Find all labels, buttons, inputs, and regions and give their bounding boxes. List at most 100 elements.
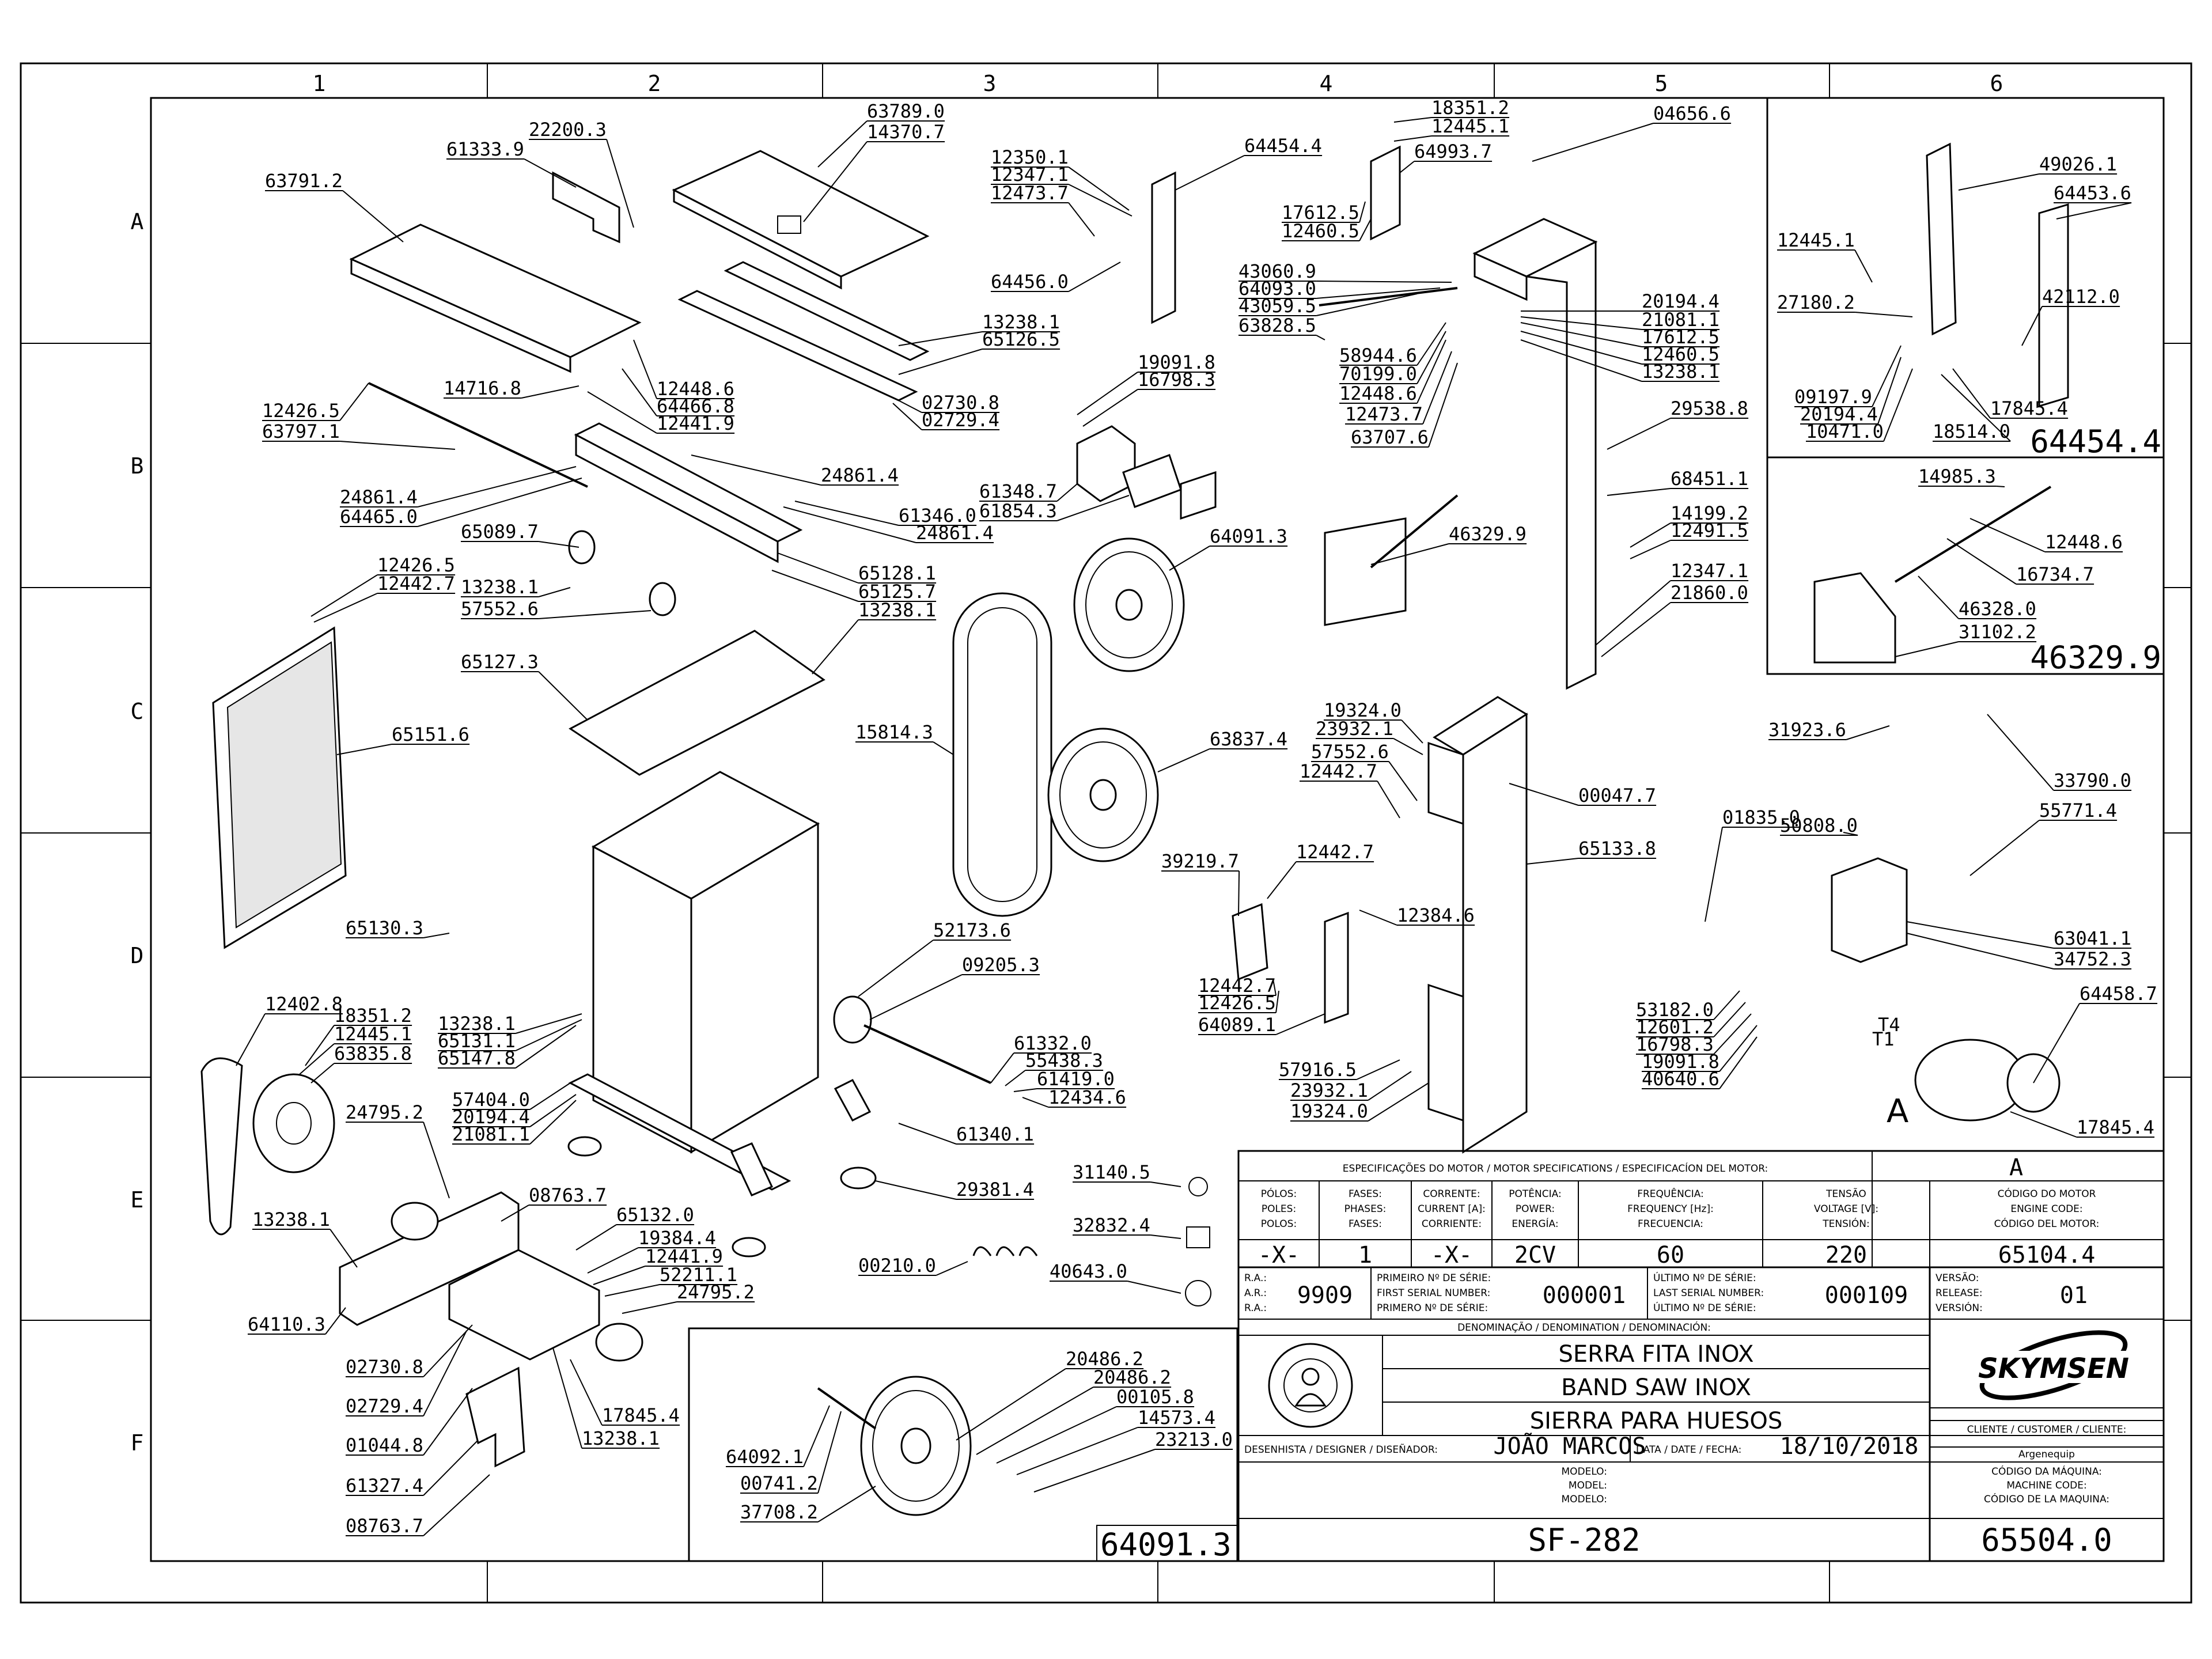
callout-c37: 13238.1: [812, 599, 937, 675]
part-number-label: 63797.1: [262, 421, 340, 442]
part-number-label: 16798.3: [1636, 1033, 1714, 1055]
callout-leader: [552, 1347, 582, 1449]
callout-leader: [1388, 761, 1418, 801]
part-number-label: 17845.4: [1990, 397, 2068, 419]
callout-c33: 13238.1: [461, 576, 571, 598]
callout-c125: 12384.6: [1359, 904, 1475, 926]
callout-leader: [1422, 351, 1452, 425]
callout-c57: 57404.0: [452, 1082, 571, 1111]
callout-leader: [1082, 389, 1138, 427]
motor-spec-value: 1: [1358, 1242, 1372, 1268]
motor-spec-title: ESPECIFICAÇÕES DO MOTOR / MOTOR SPECIFIC…: [1343, 1162, 1768, 1175]
part-number-label: 65147.8: [438, 1047, 516, 1069]
callout-leader: [1883, 368, 1913, 442]
callout-leader: [1526, 858, 1579, 865]
callout-c86: 23213.0: [1033, 1429, 1233, 1493]
designer-label: DESENHISTA / DESIGNER / DISEÑADOR:: [1244, 1443, 1438, 1456]
callout-c79: 32832.4: [1073, 1214, 1181, 1239]
part-number-label: 13238.1: [582, 1427, 660, 1449]
callout-c158: 40640.6: [1642, 1036, 1758, 1090]
product-name-es: SIERRA PARA HUESOS: [1530, 1408, 1783, 1434]
part-number-label: 37708.2: [740, 1501, 818, 1523]
motor-spec-value: -X-: [1431, 1242, 1472, 1268]
callout-leader: [1377, 781, 1400, 819]
callout-c120: 12442.7: [1300, 760, 1400, 819]
version-value: 01: [2060, 1282, 2088, 1309]
callout-c136: 42112.0: [2021, 286, 2120, 346]
callout-leader: [1607, 418, 1671, 450]
part-number-label: 20194.4: [1642, 290, 1719, 312]
part-number-label: 12460.5: [1642, 343, 1719, 365]
last-serial-label-es: ÚLTIMO Nº DE SÉRIE:: [1653, 1301, 1756, 1314]
grid-col-6: 6: [1990, 71, 2003, 96]
callout-c66: 19384.4: [587, 1227, 717, 1274]
callout-leader: [325, 1307, 346, 1335]
callout-leader: [299, 1043, 335, 1075]
callout-leader: [1169, 546, 1210, 571]
callout-c100: 20194.4: [1521, 290, 1720, 312]
callout-c12: 65126.5: [898, 328, 1060, 375]
callout-c6: 12350.1: [991, 146, 1130, 211]
callout-leader: [956, 1368, 1066, 1441]
part-number-label: 12448.6: [2045, 531, 2123, 553]
callout-c20: 02729.4: [892, 403, 1000, 431]
part-number-label: 24795.2: [677, 1281, 755, 1303]
part-number-label: 65128.1: [858, 562, 936, 584]
callout-leader: [1150, 1234, 1181, 1239]
part-number-label: 12384.6: [1397, 904, 1475, 926]
part-number-label: 13238.1: [252, 1209, 330, 1230]
callout-leader: [1843, 832, 1858, 836]
callout-c48: 12445.1: [299, 1023, 412, 1075]
callout-leader: [812, 619, 859, 675]
callout-leader: [1987, 714, 2054, 791]
callout-leader: [575, 1224, 617, 1251]
callout-c81: 40643.0: [1050, 1260, 1181, 1294]
callout-c55: 61419.0: [1013, 1068, 1115, 1092]
grid-col-5: 5: [1655, 71, 1668, 96]
denomination-label: DENOMINAÇÃO / DENOMINATION / DENOMINACIÓ…: [1457, 1321, 1711, 1334]
callout-c157: 19091.8: [1642, 1025, 1758, 1073]
model-label-en: MODEL:: [1569, 1480, 1607, 1491]
part-number-label: 43060.9: [1238, 260, 1316, 282]
part-number-label: 61854.3: [979, 500, 1057, 522]
model-value: SF-282: [1528, 1522, 1640, 1558]
part-number-label: 64454.4: [1244, 135, 1322, 157]
part-number-label: 61332.0: [1014, 1032, 1092, 1054]
part-number-label: 58944.6: [1339, 344, 1417, 366]
callout-c14: 64466.8: [622, 368, 735, 417]
callout-leader: [1854, 249, 1873, 283]
callout-c64: 13238.1: [252, 1209, 358, 1268]
callout-c1: 63789.0: [817, 100, 945, 168]
callout-leader: [521, 385, 579, 399]
part-number-label: 52211.1: [660, 1264, 737, 1286]
part-number-label: 49026.1: [2039, 153, 2117, 175]
callout-c24: 24861.4: [691, 454, 899, 486]
callout-c42: 63837.4: [1157, 728, 1288, 772]
last-serial-value: 000109: [1825, 1282, 1908, 1309]
motor-spec-header: FREQUÊNCIA:: [1637, 1187, 1704, 1200]
callout-leader: [858, 940, 934, 997]
detail-id-lower-wheel: 64091.3: [1100, 1527, 1232, 1563]
callout-c128: 64089.1: [1198, 1013, 1325, 1036]
title-block: R.A.: A.R.: R.A.: 9909 PRIMEIRO Nº DE SÉ…: [1238, 1267, 2164, 1561]
part-number-label: 53182.0: [1636, 999, 1714, 1021]
callout-leader: [1077, 372, 1138, 415]
motor-spec-header: PHASES:: [1344, 1203, 1387, 1215]
grid-row-d: D: [131, 943, 144, 968]
callout-leader: [1630, 522, 1671, 548]
part-drawings: [200, 142, 2069, 1516]
callout-leader: [423, 933, 450, 938]
callout-leader: [1399, 161, 1415, 173]
part-number-label: 68451.1: [1671, 468, 1748, 490]
part-number-label: 14985.3: [1918, 465, 1996, 487]
part-number-label: 61419.0: [1037, 1068, 1115, 1090]
callout-c38: 64091.3: [1169, 525, 1288, 571]
part-number-label: 64465.0: [340, 506, 418, 528]
callout-c70: 64110.3: [248, 1307, 346, 1335]
grid-row-c: C: [131, 699, 144, 724]
part-number-label: 12601.2: [1636, 1016, 1714, 1038]
part-number-label: 65133.8: [1578, 838, 1656, 859]
part-number-label: 14573.4: [1138, 1407, 1215, 1429]
part-number-label: T1: [1872, 1028, 1895, 1050]
